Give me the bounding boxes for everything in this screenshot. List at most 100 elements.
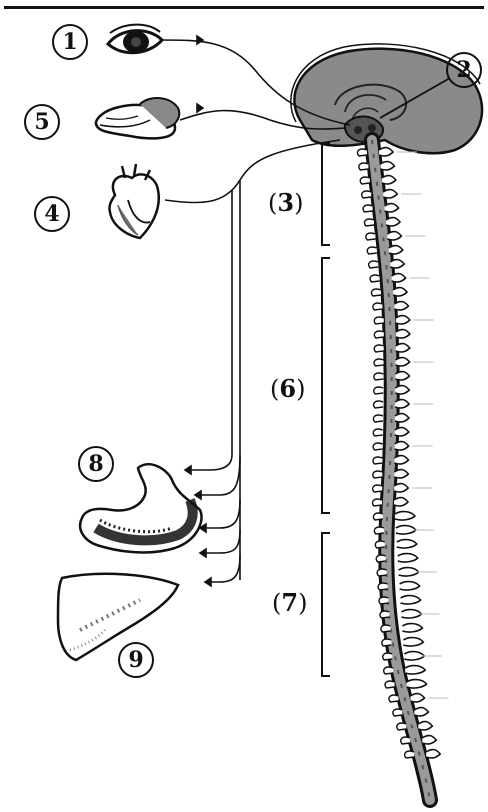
- vertebra-body: [378, 583, 388, 590]
- vertebra-process: [403, 638, 423, 646]
- vertebra-body: [393, 709, 403, 716]
- vertebra-body: [373, 471, 383, 478]
- vertebra-process: [386, 218, 400, 226]
- vertebra-body: [385, 681, 395, 688]
- vertebra-process: [395, 372, 409, 380]
- vertebra-body: [373, 485, 383, 492]
- vertebra-body: [389, 695, 399, 702]
- vertebra-process: [399, 568, 419, 576]
- vertebra-process: [404, 652, 424, 660]
- vertebra-body: [374, 359, 384, 366]
- vertebra-body: [376, 555, 386, 562]
- label-eye: 1: [52, 24, 88, 60]
- vertebra-body: [373, 303, 383, 310]
- vertebra-body: [359, 163, 369, 170]
- vertebra-body: [369, 261, 379, 268]
- vertebra-process: [414, 708, 428, 716]
- vertebra-body: [374, 331, 384, 338]
- vertebra-body: [382, 639, 392, 646]
- vertebra-process: [389, 246, 403, 254]
- label-stomach: 8: [78, 446, 114, 482]
- vertebra-body: [372, 499, 382, 506]
- label-salivary-gland: 5: [24, 104, 60, 140]
- vertebra-process: [392, 274, 406, 282]
- vertebra-body: [374, 373, 384, 380]
- vertebra-process: [395, 428, 409, 436]
- vertebra-body: [374, 387, 384, 394]
- vertebra-body: [373, 443, 383, 450]
- vertebra-process: [422, 736, 436, 744]
- vertebra-process: [418, 722, 432, 730]
- vertebra-process: [380, 162, 394, 170]
- label-lumbar-region: 7: [272, 588, 307, 617]
- vertebra-process: [395, 512, 415, 520]
- vertebra-process: [395, 386, 409, 394]
- vertebra-body: [383, 653, 393, 660]
- vertebra-body: [401, 737, 411, 744]
- vertebra-process: [390, 260, 404, 268]
- label-cervical-region: 3: [268, 188, 303, 217]
- vertebra-body: [367, 247, 377, 254]
- bracket-cervical: [322, 143, 330, 245]
- vertebra-body: [374, 401, 384, 408]
- vertebra-process: [394, 456, 408, 464]
- vertebra-process: [394, 470, 408, 478]
- vertebra-process: [395, 414, 409, 422]
- vertebra-process: [382, 176, 396, 184]
- vertebra-body: [362, 191, 372, 198]
- vertebra-process: [396, 526, 416, 534]
- vertebra-process: [394, 302, 408, 310]
- vertebra-process: [398, 554, 418, 562]
- label-brain: 2: [446, 52, 482, 88]
- vertebra-body: [370, 275, 380, 282]
- vertebra-body: [371, 289, 381, 296]
- vertebra-process: [394, 498, 408, 506]
- bracket-thoracic: [322, 258, 330, 513]
- label-liver: 9: [118, 642, 154, 678]
- vertebra-process: [396, 330, 410, 338]
- vertebra-process: [405, 666, 425, 674]
- vertebra-body: [384, 667, 394, 674]
- vertebra-body: [375, 541, 385, 548]
- vertebra-body: [397, 723, 407, 730]
- vertebra-body: [363, 205, 373, 212]
- vertebra-process: [401, 596, 421, 604]
- salivary-gland-organ: [96, 98, 179, 138]
- vertebra-process: [393, 288, 407, 296]
- vertebra-process: [385, 204, 399, 212]
- vertebra-body: [374, 527, 384, 534]
- vertebra-body: [366, 233, 376, 240]
- vertebra-process: [396, 316, 410, 324]
- vertebra-process: [402, 624, 422, 632]
- vertebra-body: [374, 345, 384, 352]
- vertebra-process: [394, 484, 408, 492]
- label-thoracic-region: 6: [270, 374, 305, 403]
- label-heart: 4: [34, 196, 70, 232]
- vertebra-body: [380, 611, 390, 618]
- vertebra-process: [396, 344, 410, 352]
- vertebra-body: [377, 569, 387, 576]
- vertebra-body: [373, 415, 383, 422]
- vertebra-process: [395, 442, 409, 450]
- vertebra-process: [397, 540, 417, 548]
- region-brackets: [322, 143, 330, 676]
- vertebra-process: [401, 610, 421, 618]
- vertebra-body: [373, 513, 383, 520]
- vertebra-process: [407, 680, 427, 688]
- heart-organ: [109, 164, 158, 238]
- vertebra-process: [400, 582, 420, 590]
- vertebra-process: [396, 358, 410, 366]
- vertebra-body: [357, 149, 367, 156]
- vertebra-process: [426, 750, 440, 758]
- nerve-heart: [165, 140, 340, 203]
- vertebra-body: [381, 625, 391, 632]
- vertebra-process: [395, 400, 409, 408]
- vertebra-process: [410, 694, 424, 702]
- vertebra-process: [387, 232, 401, 240]
- vertebra-body: [373, 429, 383, 436]
- vertebra-body: [373, 457, 383, 464]
- vertebra-body: [364, 219, 374, 226]
- vertebra-body: [360, 177, 370, 184]
